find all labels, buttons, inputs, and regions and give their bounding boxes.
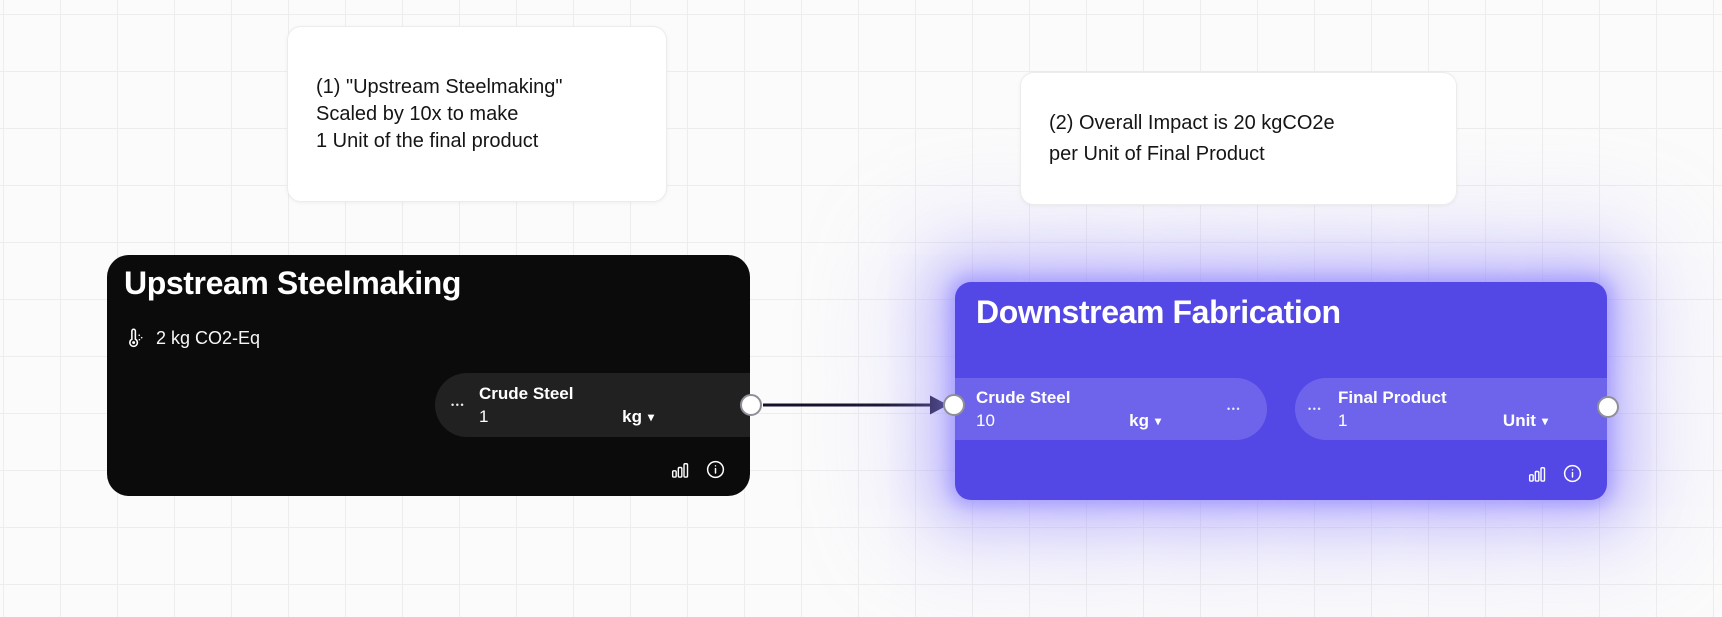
annotation-line: (2) Overall Impact is 20 kgCO2e xyxy=(1049,111,1335,134)
source-handle[interactable] xyxy=(740,394,762,416)
unit-label: kg xyxy=(622,406,642,426)
annotation-line: per Unit of Final Product xyxy=(1049,142,1265,165)
node-footer-icons xyxy=(1527,463,1583,484)
port-body: Final Product 1 Unit ▾ xyxy=(1338,388,1548,431)
port-menu-icon[interactable]: ••• xyxy=(1227,404,1242,414)
unit-label: kg xyxy=(1129,410,1149,430)
target-handle[interactable] xyxy=(943,394,965,416)
node-title: Upstream Steelmaking xyxy=(124,265,462,301)
thermometer-sun-icon xyxy=(129,328,143,348)
impact-value: 2 kg CO2-Eq xyxy=(156,327,261,348)
chevron-down-icon: ▾ xyxy=(647,409,654,424)
unit-select[interactable]: Unit ▾ xyxy=(1503,411,1548,431)
quantity-input[interactable]: 1 xyxy=(1338,410,1348,430)
chevron-down-icon: ▾ xyxy=(1541,413,1548,428)
port-quantity-row: 1 Unit ▾ xyxy=(1338,411,1548,431)
bar-chart-icon[interactable] xyxy=(670,460,690,480)
port-menu-icon[interactable]: ••• xyxy=(1308,404,1323,414)
node-downstream-fabrication[interactable]: Downstream Fabrication Crude Steel 10 kg… xyxy=(943,282,1619,500)
node-title: Downstream Fabrication xyxy=(976,294,1341,330)
port-name: Crude Steel xyxy=(976,387,1071,407)
annotation-line: 1 Unit of the final product xyxy=(316,129,539,152)
source-handle[interactable] xyxy=(1597,396,1619,418)
unit-select[interactable]: kg ▾ xyxy=(622,407,654,427)
output-port-crude-steel[interactable]: ••• Crude Steel 1 kg ▾ xyxy=(435,373,750,437)
bar-chart-icon[interactable] xyxy=(1527,464,1547,484)
node-footer-icons xyxy=(670,459,726,480)
port-quantity-row: 1 kg ▾ xyxy=(479,407,654,427)
annotation-card-2[interactable]: (2) Overall Impact is 20 kgCO2e per Unit… xyxy=(1020,72,1457,205)
port-body: Crude Steel 10 kg ▾ xyxy=(976,388,1161,431)
unit-select[interactable]: kg ▾ xyxy=(1129,411,1161,431)
annotation-card-1[interactable]: (1) "Upstream Steelmaking" Scaled by 10x… xyxy=(287,26,667,202)
port-quantity-row: 10 kg ▾ xyxy=(976,411,1161,431)
info-icon[interactable] xyxy=(705,459,726,480)
input-port-crude-steel[interactable]: Crude Steel 10 kg ▾ ••• xyxy=(955,378,1267,440)
quantity-input[interactable]: 1 xyxy=(479,406,489,426)
output-port-final-product[interactable]: ••• Final Product 1 Unit ▾ xyxy=(1295,378,1607,440)
info-icon[interactable] xyxy=(1562,463,1583,484)
port-name: Final Product xyxy=(1338,387,1447,407)
chevron-down-icon: ▾ xyxy=(1154,413,1161,428)
port-body: Crude Steel 1 kg ▾ xyxy=(479,384,654,427)
annotation-line: (1) "Upstream Steelmaking" xyxy=(316,75,563,98)
quantity-input[interactable]: 10 xyxy=(976,410,995,430)
unit-label: Unit xyxy=(1502,410,1536,430)
node-upstream-steelmaking[interactable]: Upstream Steelmaking 2 kg CO2-Eq ••• Cru… xyxy=(107,255,762,496)
port-name: Crude Steel xyxy=(479,383,574,403)
port-menu-icon[interactable]: ••• xyxy=(451,400,466,410)
annotation-line: Scaled by 10x to make xyxy=(316,102,519,125)
impact-row: 2 kg CO2-Eq xyxy=(124,327,260,349)
